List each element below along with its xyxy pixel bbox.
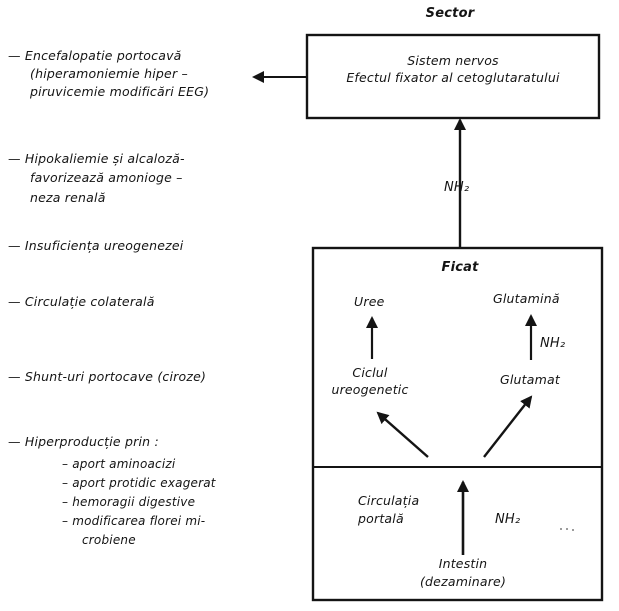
- liver-title: Ficat: [441, 260, 479, 275]
- dezaminare-label: (dezaminare): [419, 574, 507, 589]
- circulatia-label: Circulația: [358, 493, 420, 508]
- nh2-liver-label: NH₂: [540, 336, 566, 351]
- liver-box: [311, 246, 604, 602]
- hipokaliemie-line3: neza renală: [30, 190, 106, 205]
- arrow-to-glutamat: [483, 395, 533, 458]
- hiperproductie-item-1: aport aminoacizi: [62, 456, 175, 472]
- encefalopatie-line1: Encefalopatie portocavă: [8, 48, 182, 64]
- nh2-upper-label: NH₂: [444, 180, 470, 195]
- encefalopatie-line3: piruvicemie modificări EEG): [30, 84, 210, 99]
- nervous-system-label: Sistem nervos: [407, 53, 499, 68]
- nh2-portal-label: NH₂: [495, 512, 521, 527]
- glutamina-label: Glutamină: [493, 291, 560, 306]
- circulatie-colaterala: Circulație colaterală: [8, 294, 155, 310]
- hiperproductie-item-3: hemoragii digestive: [62, 494, 195, 510]
- cetoglutarat-effect-label: Efectul fixator al cetoglutaratului: [346, 70, 560, 85]
- arrow-to-ciclul: [376, 411, 429, 458]
- ureogenetic-label: ureogenetic: [331, 382, 409, 397]
- hipokaliemie-line2: favorizează amoniogе –: [30, 170, 183, 185]
- portala-label: portală: [358, 511, 404, 526]
- hiperproductie-item-2: aport protidic exagerat: [62, 475, 216, 491]
- hiperproductie-item-4: modificarea florei mi-: [62, 513, 205, 529]
- ciclul-label: Ciclul: [352, 365, 388, 380]
- sector-title: Sector: [425, 6, 475, 21]
- intestin-label: Intestin: [438, 556, 488, 571]
- insuficienta-ureogenezei: Insuficiența ureogenezei: [8, 238, 183, 254]
- encefalopatie-line2: (hiperamoniemie hiper –: [30, 66, 188, 81]
- shunt-portocave: Shunt-uri portocave (ciroze): [8, 369, 206, 385]
- hiperproductie-title: Hiperproducție prin :: [8, 434, 159, 450]
- hipokaliemie-line1: Hipokaliemie și alcaloză-: [8, 151, 185, 167]
- glutamat-label: Glutamat: [500, 372, 560, 387]
- hiperproductie-item-4-cont: crobiene: [82, 533, 136, 547]
- uree-label: Uree: [354, 294, 385, 309]
